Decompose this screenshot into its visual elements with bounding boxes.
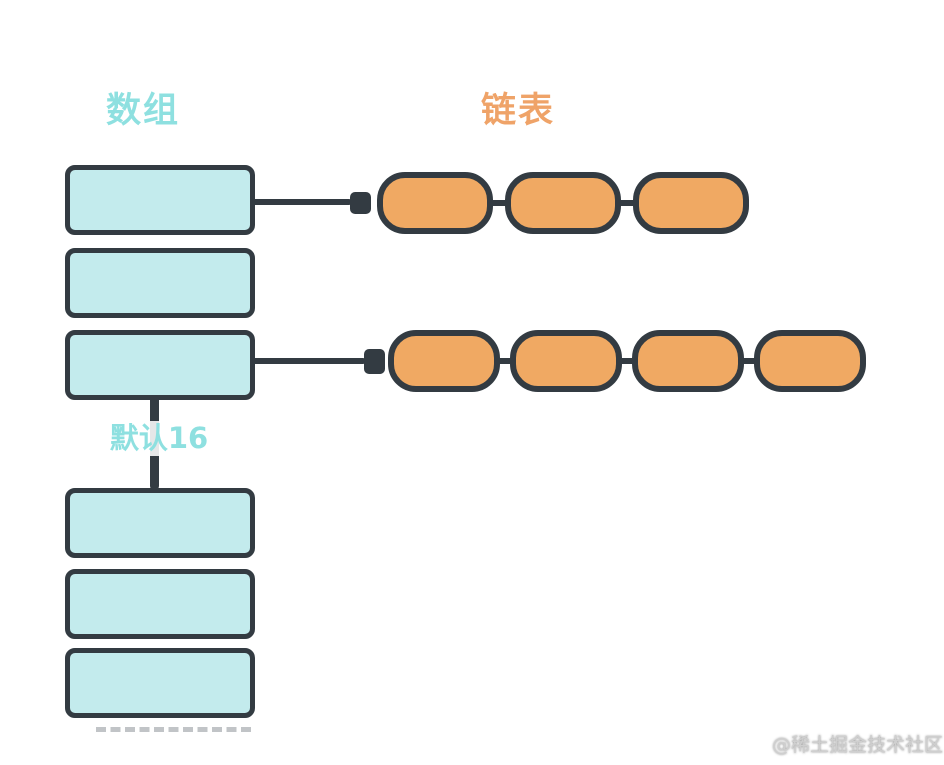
array-continuation-dashes	[96, 727, 251, 732]
chain-spine-line	[392, 358, 862, 364]
array-bucket-2	[65, 330, 255, 400]
linked-list-node	[632, 330, 744, 392]
bucket0-chain-connector-line	[252, 199, 352, 205]
bucket0-chain-arrowhead	[350, 192, 371, 214]
linked-list-node	[505, 172, 621, 234]
bucket2-chain-arrowhead	[364, 349, 385, 374]
linked-list-node	[377, 172, 493, 234]
linked-list-chain-bucket0	[377, 172, 749, 234]
array-bucket-4	[65, 569, 255, 639]
bucket2-chain-connector-line	[252, 358, 366, 364]
linked-list-node	[633, 172, 749, 234]
linked-list-node	[510, 330, 622, 392]
array-bucket-1	[65, 248, 255, 318]
default-capacity-label: 默认16	[96, 421, 222, 456]
linked-list-node	[388, 330, 500, 392]
linked-list-node	[754, 330, 866, 392]
array-bucket-3	[65, 488, 255, 558]
linked-list-title-label: 链表	[481, 91, 556, 131]
watermark: @稀土掘金技术社区	[772, 734, 944, 756]
linked-list-chain-bucket2	[388, 330, 866, 392]
array-bucket-0	[65, 165, 255, 235]
array-bucket-5	[65, 648, 255, 718]
array-title-label: 数组	[106, 91, 181, 131]
